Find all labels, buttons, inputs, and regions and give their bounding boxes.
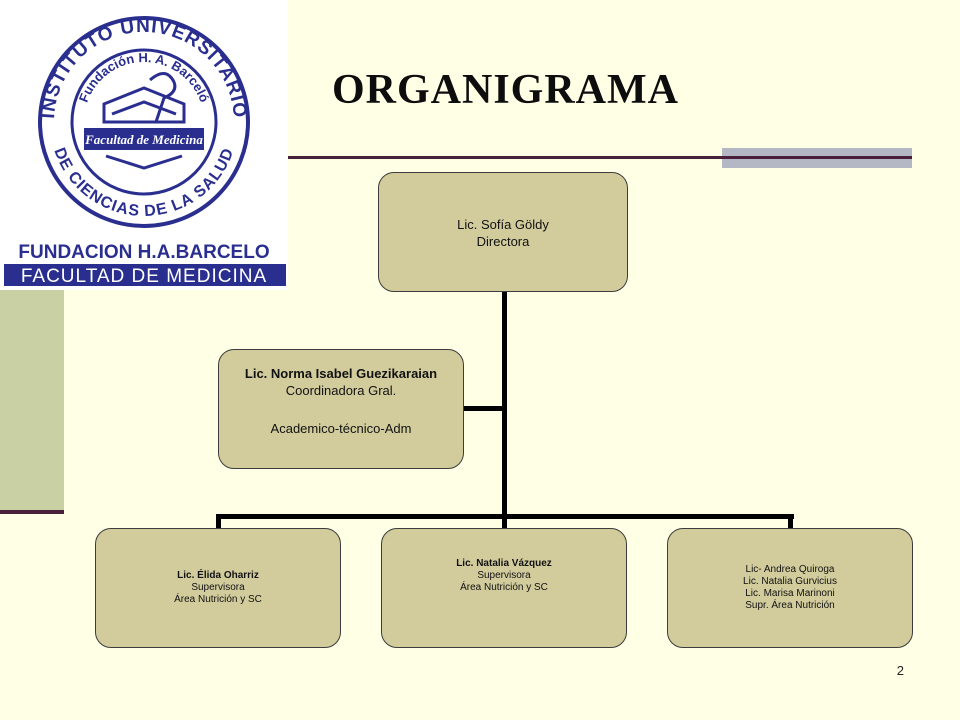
supervisor-box-2: Lic. Natalia Vázquez Supervisora Área Nu… xyxy=(381,528,627,648)
title-rule-accent-line xyxy=(722,156,912,159)
coordinator-area: Academico-técnico-Adm xyxy=(270,421,412,436)
connector-coordinator xyxy=(463,406,505,411)
supervisor-box-3: Lic- Andrea Quiroga Lic. Natalia Gurvici… xyxy=(667,528,913,648)
connector-sup3 xyxy=(788,514,793,529)
svg-text:Fundación H. A. Barceló: Fundación H. A. Barceló xyxy=(76,50,212,104)
supervisor-2-name: Lic. Natalia Vázquez xyxy=(456,558,552,569)
logo-caption-line1: FUNDACION H.A.BARCELO xyxy=(18,242,269,263)
supervisor-2-role: Supervisora xyxy=(477,570,531,581)
supervisor-3-line: Lic. Marisa Marinoni xyxy=(745,588,835,599)
left-accent-rule xyxy=(0,510,64,514)
logo-area: INSTITUTO UNIVERSITARIO DE CIENCIAS DE L… xyxy=(0,0,288,290)
supervisor-3-line: Lic- Andrea Quiroga xyxy=(745,564,835,575)
director-box: Lic. Sofía Göldy Directora xyxy=(378,172,628,292)
svg-text:INSTITUTO UNIVERSITARIO: INSTITUTO UNIVERSITARIO xyxy=(38,16,250,119)
coordinator-role: Coordinadora Gral. xyxy=(285,383,397,398)
title-rule xyxy=(288,156,912,159)
coordinator-name: Lic. Norma Isabel Guezikaraian xyxy=(244,366,438,381)
connector-trunk xyxy=(502,291,507,517)
page-number: 2 xyxy=(896,663,904,678)
svg-text:DE CIENCIAS DE LA SALUD: DE CIENCIAS DE LA SALUD xyxy=(50,145,237,220)
director-name: Lic. Sofía Göldy xyxy=(457,217,549,232)
coordinator-box: Lic. Norma Isabel Guezikaraian Coordinad… xyxy=(218,349,464,469)
left-accent-bar xyxy=(0,290,64,512)
director-role: Directora xyxy=(476,234,530,249)
page-title: ORGANIGRAMA xyxy=(332,67,679,113)
supervisor-2-area: Área Nutrición y SC xyxy=(460,582,548,593)
logo-caption-line2: FACULTAD DE MEDICINA xyxy=(21,266,267,287)
supervisor-box-1: Lic. Élida Oharriz Supervisora Área Nutr… xyxy=(95,528,341,648)
supervisor-1-area: Área Nutrición y SC xyxy=(174,594,262,605)
supervisor-3-line: Lic. Natalia Gurvicius xyxy=(743,576,837,587)
institution-logo: INSTITUTO UNIVERSITARIO DE CIENCIAS DE L… xyxy=(4,16,286,287)
supervisor-1-name: Lic. Élida Oharriz xyxy=(177,570,259,581)
emblem-icon xyxy=(102,72,186,124)
supervisor-1-role: Supervisora xyxy=(191,582,245,593)
connector-sup1 xyxy=(216,514,221,529)
logo-banner-text: Facultad de Medicina xyxy=(84,132,203,147)
connector-sup2 xyxy=(502,514,507,529)
supervisor-3-line: Supr. Área Nutrición xyxy=(745,600,835,611)
